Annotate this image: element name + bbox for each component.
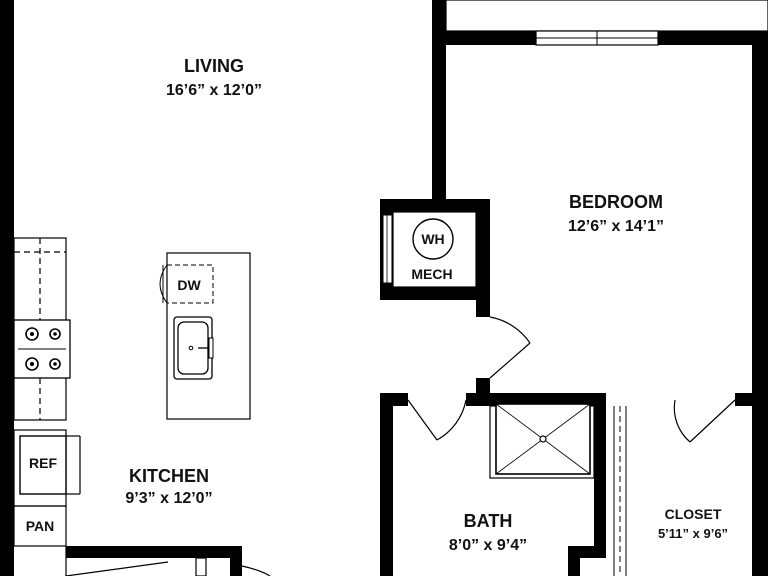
shower: [489, 403, 595, 479]
entry-door: [195, 557, 271, 576]
bath-dims: 8’0” x 9’4”: [449, 537, 527, 554]
mech-label: MECH: [411, 266, 452, 282]
wall-bottom-kitchen: [66, 546, 242, 558]
bedroom-name: BEDROOM: [569, 192, 663, 212]
bath-name: BATH: [464, 511, 513, 531]
wall-bath-top-mid: [466, 393, 606, 406]
dishwasher-label: DW: [177, 277, 201, 293]
wall-bath-closet: [594, 393, 606, 546]
pantry: PAN: [13, 505, 67, 547]
wall-left: [0, 0, 14, 576]
living-room-name: LIVING: [184, 56, 244, 76]
closet-dims: 5’11” x 9’6”: [658, 526, 728, 541]
mech-closet: WH MECH: [382, 211, 477, 288]
closet-shelf: [613, 406, 627, 576]
kitchen-dims: 9’3” x 12’0”: [125, 490, 212, 507]
wall-bedroom-door-jamb: [476, 378, 490, 406]
bedroom-window: [535, 30, 659, 46]
patio-outline: [445, 0, 768, 32]
wall-closet-top-right: [735, 393, 768, 406]
wall-right: [752, 31, 768, 576]
closet-name: CLOSET: [665, 506, 722, 522]
wall-bath-bottom-stub: [568, 546, 580, 576]
refrigerator-label: REF: [29, 455, 57, 471]
water-heater-label: WH: [421, 231, 444, 247]
sink-icon: [173, 316, 214, 380]
wall-bottom-kitchen-stub: [230, 546, 242, 576]
wall-bedroom-left: [432, 31, 446, 201]
wall-bedroom-top-left: [432, 31, 536, 45]
cooktop-icon: [13, 319, 71, 379]
closet-door: [673, 399, 736, 443]
bedroom-door: [489, 316, 531, 379]
refrigerator: REF: [13, 429, 81, 507]
kitchen-name: KITCHEN: [129, 466, 209, 486]
wall-mech-top: [380, 199, 490, 212]
bath-door: [407, 399, 467, 441]
wall-bath-left: [380, 393, 393, 576]
kitchen-island: DW: [159, 252, 251, 420]
bedroom-dims: 12’6” x 14’1”: [568, 218, 664, 235]
wall-mech-bottom: [380, 287, 490, 300]
pantry-label: PAN: [26, 518, 55, 534]
water-heater-icon: [412, 218, 454, 260]
living-room-dims: 16’6” x 12’0”: [166, 82, 262, 99]
wall-mech-right: [476, 199, 490, 317]
dishwasher-door-swing: [159, 264, 168, 304]
dishwasher: [166, 264, 214, 304]
wall-bedroom-top-right: [658, 31, 768, 45]
